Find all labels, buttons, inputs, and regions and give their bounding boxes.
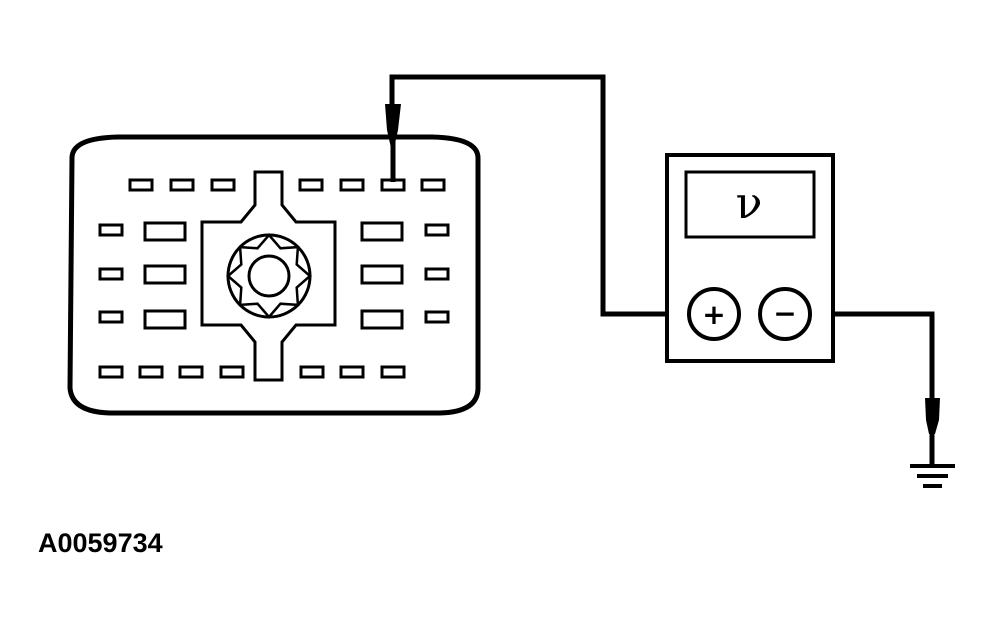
cavity [298, 178, 324, 192]
cavity [424, 223, 450, 237]
cavity [219, 365, 245, 379]
cavity [210, 178, 236, 192]
cavity [143, 264, 187, 285]
negative-lead-wire [810, 311, 935, 398]
cavity [98, 365, 124, 379]
center-lock-hub [247, 254, 291, 298]
cavity [143, 221, 187, 242]
cavity [98, 267, 124, 281]
cavity [424, 310, 450, 324]
cavity [360, 309, 404, 330]
test-leads [389, 74, 935, 466]
voltmeter-symbol: ν [736, 178, 763, 229]
cavity [424, 267, 450, 281]
terminal-cavities [98, 178, 450, 379]
cavity [420, 178, 446, 192]
positive-lead-wire [389, 74, 689, 317]
cavity [360, 264, 404, 285]
cavity [360, 221, 404, 242]
cavity [178, 365, 204, 379]
positive-terminal [687, 287, 741, 341]
cavity [138, 365, 164, 379]
cavity [98, 223, 124, 237]
back-probe [385, 104, 401, 148]
ground-icon [910, 464, 955, 488]
ground-clip [925, 398, 940, 434]
cavity [339, 178, 365, 192]
cavity [380, 365, 406, 379]
cavity [143, 309, 187, 330]
voltmeter-display [684, 170, 816, 239]
cavity [339, 365, 365, 379]
center-lock [200, 170, 337, 382]
connector-housing [67, 134, 481, 416]
center-lock-outline [200, 170, 337, 382]
voltmeter: ν + − [665, 153, 835, 363]
center-lock-star [226, 233, 312, 319]
cavity [169, 178, 195, 192]
negative-terminal [758, 287, 812, 341]
negative-terminal-label: − [773, 297, 796, 330]
cavity [128, 178, 154, 192]
cavity [98, 310, 124, 324]
reference-id: A0059734 [38, 528, 163, 558]
cavity [299, 365, 325, 379]
connector-face [67, 134, 481, 416]
positive-terminal-label: + [702, 298, 725, 331]
